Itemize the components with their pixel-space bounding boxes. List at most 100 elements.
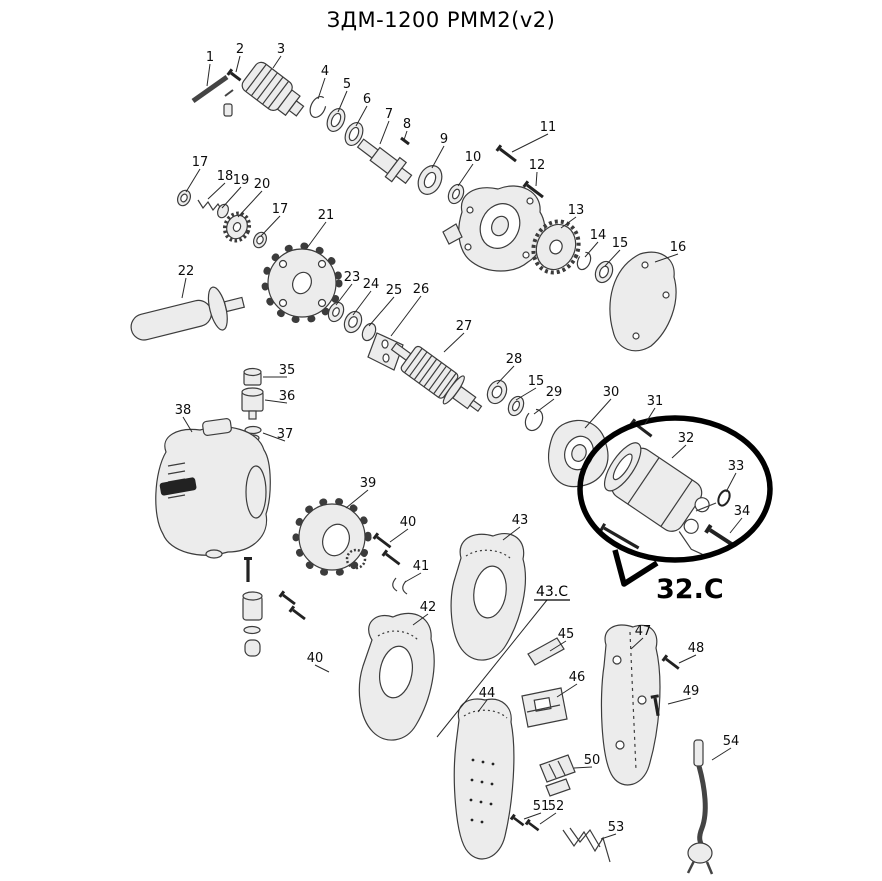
leader-line <box>654 253 679 263</box>
part-number-label: 7 <box>385 107 393 122</box>
part-bearing-28 <box>486 379 508 405</box>
leader-line <box>549 640 567 652</box>
part-number-label: 11 <box>540 120 557 135</box>
part-number-label: 10 <box>465 150 482 165</box>
highlight-callout <box>577 415 773 587</box>
screw-52 <box>524 818 540 832</box>
part-housing-half-43 <box>450 533 526 661</box>
part-number-label: 48 <box>688 641 705 656</box>
part-number-label: 23 <box>344 270 361 285</box>
part-cord-guard-53 <box>562 827 611 863</box>
part-depth-rod <box>191 74 234 117</box>
leader-line <box>496 365 515 385</box>
part-number-label: 38 <box>175 403 192 418</box>
leader-line <box>235 55 241 73</box>
part-circlip-14 <box>576 251 592 271</box>
leader-line <box>630 637 644 650</box>
part-spring-18 <box>197 199 224 213</box>
leader-line <box>389 528 409 543</box>
screw-mid-1 <box>278 590 296 606</box>
part-plate-45 <box>527 637 565 666</box>
part-gear-20 <box>222 211 252 243</box>
highlight-tail <box>612 549 659 587</box>
part-number-label: 41 <box>413 559 430 574</box>
part-number-label: 4 <box>321 64 329 79</box>
part-gear-cover-21 <box>261 242 343 324</box>
part-number-label: 43 <box>512 513 529 528</box>
leader-line <box>515 387 537 401</box>
part-terminal-block-50 <box>539 754 576 797</box>
part-number-label: 2 <box>236 42 244 57</box>
sub-assembly-label: 43.C <box>536 584 568 600</box>
screw-40a-2 <box>381 549 401 566</box>
part-number-label: 12 <box>529 158 546 173</box>
part-number-label: 6 <box>363 92 371 107</box>
leader-line <box>667 697 692 705</box>
part-ring-5 <box>326 108 346 132</box>
pin-8 <box>400 136 410 146</box>
bolt-under-housing <box>244 557 252 582</box>
part-number-label: 40 <box>307 651 324 666</box>
part-number-label: 35 <box>279 363 296 378</box>
screw-11 <box>495 144 517 163</box>
screw-48 <box>661 654 680 670</box>
part-number-label: 19 <box>233 173 250 188</box>
part-circlip-4 <box>309 96 327 118</box>
screw-49 <box>650 694 660 717</box>
part-bearing-9 <box>417 165 443 195</box>
leader-line <box>185 168 201 193</box>
screw-mid-2 <box>288 605 306 621</box>
leader-line <box>729 517 743 534</box>
leader-line <box>260 215 281 237</box>
screw-2 <box>226 68 242 82</box>
part-gear-housing <box>442 185 546 272</box>
leader-line <box>671 444 687 459</box>
leader-line <box>584 241 599 258</box>
leader-line <box>368 296 395 327</box>
part-number-label: 49 <box>683 684 700 699</box>
part-number-label: 20 <box>254 177 271 192</box>
part-stator-32 <box>603 442 710 555</box>
part-number-label: 3 <box>277 42 285 57</box>
leader-line <box>711 747 732 761</box>
part-number-label: 52 <box>548 799 565 814</box>
leader-line <box>335 283 353 306</box>
leader-line <box>345 489 369 509</box>
part-side-handle-22 <box>130 286 246 341</box>
part-number-label: 1 <box>206 50 214 65</box>
part-number-label: 26 <box>413 282 430 297</box>
part-number-label: 29 <box>546 385 563 400</box>
part-number-label: 17 <box>272 202 289 217</box>
leader-line <box>272 55 282 69</box>
part-armature-27 <box>390 342 483 413</box>
part-number-label: 15 <box>612 236 629 251</box>
leader-line <box>412 613 429 626</box>
leader-line <box>404 572 422 583</box>
part-number-label: 22 <box>178 264 195 279</box>
leader-line <box>182 416 193 433</box>
leader-line <box>306 221 327 249</box>
leader-line <box>262 432 286 442</box>
part-number-label: 33 <box>728 459 745 474</box>
part-chuck <box>241 61 305 117</box>
part-number-label: 16 <box>670 240 687 255</box>
part-housing-half-47 <box>600 624 661 786</box>
leader-line <box>181 277 187 299</box>
part-number-label: 13 <box>568 203 585 218</box>
screw-stator <box>599 523 640 550</box>
leader-line <box>206 63 211 87</box>
part-washer-19 <box>216 203 230 219</box>
leader-line <box>379 120 390 145</box>
leader-line <box>403 130 408 141</box>
screw-40a-1 <box>372 532 392 549</box>
screw-51 <box>509 813 525 827</box>
leader-line <box>264 399 288 404</box>
part-number-label: 25 <box>386 283 403 298</box>
part-number-label: 34 <box>734 504 751 519</box>
part-bushing-35 <box>243 367 262 386</box>
part-bearing-17a <box>176 189 192 207</box>
part-number-label: 32 <box>678 431 695 446</box>
